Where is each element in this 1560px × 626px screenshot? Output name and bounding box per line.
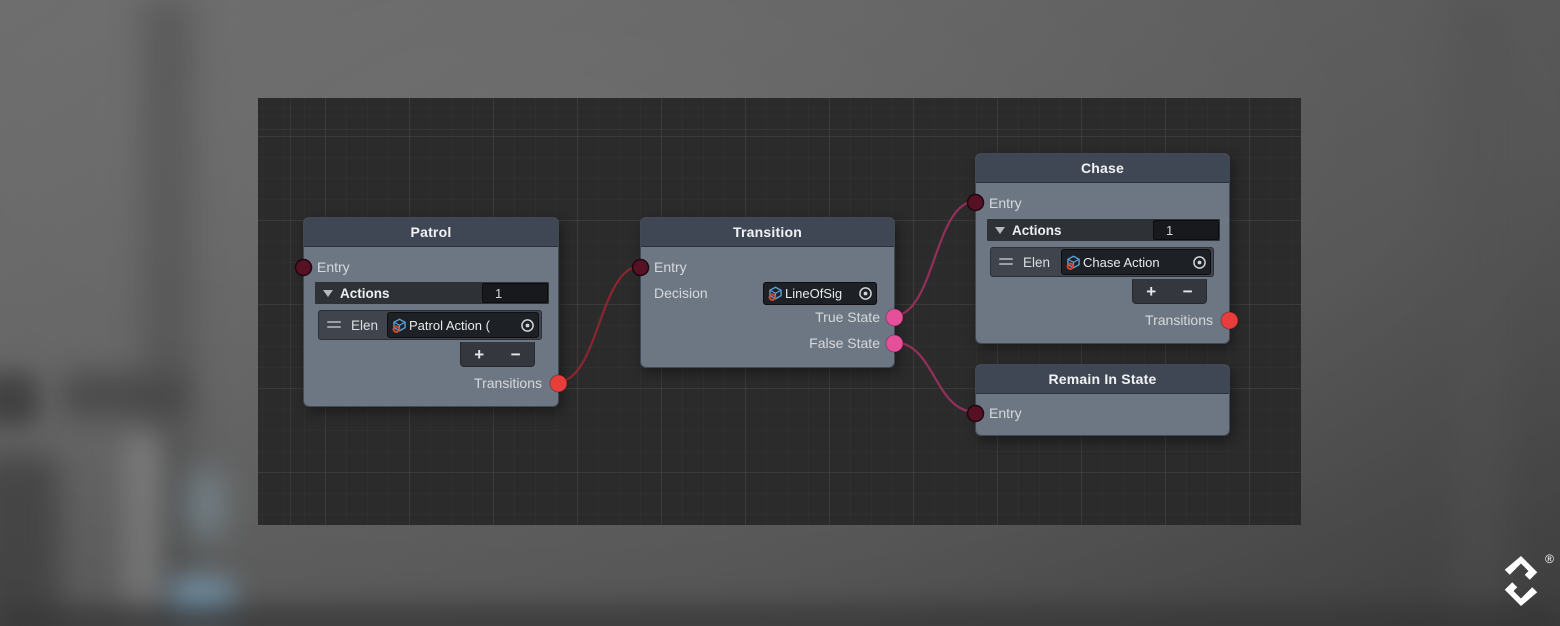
list-size-buttons: + − [460, 342, 535, 367]
blur-light-strip [122, 432, 162, 626]
remove-element-button[interactable]: − [1182, 281, 1193, 301]
actions-count-field[interactable]: 1 [1153, 220, 1219, 240]
decision-label: Decision [654, 285, 708, 301]
transition-node[interactable]: Transition Entry Decision LineOfSig True… [631, 217, 904, 368]
state-node-chase[interactable]: Chase Entry Actions 1 Elen Chase Action [966, 153, 1239, 344]
object-picker-icon[interactable] [1192, 255, 1207, 270]
actions-label: Actions [1012, 222, 1062, 238]
transition-edge[interactable] [891, 340, 978, 414]
state-node-remain-in-state[interactable]: Remain In State Entry [966, 364, 1230, 436]
object-picker-icon[interactable] [858, 286, 873, 301]
element-label: Elen [1023, 254, 1051, 270]
scriptable-object-icon [1066, 254, 1081, 270]
scriptable-object-icon [768, 286, 783, 301]
actions-count-field[interactable]: 1 [482, 283, 548, 303]
true-state-port[interactable] [885, 308, 904, 327]
actions-foldout[interactable]: Actions 1 [315, 282, 549, 304]
add-element-button[interactable]: + [474, 344, 485, 364]
foldout-arrow-icon[interactable] [995, 226, 1005, 234]
entry-port[interactable] [631, 258, 650, 277]
registered-trademark-symbol: ® [1545, 552, 1554, 566]
node-header[interactable]: Chase [976, 154, 1229, 183]
remove-element-button[interactable]: − [510, 344, 521, 364]
object-picker-icon[interactable] [520, 318, 535, 333]
blur-shape [0, 372, 40, 427]
entry-label: Entry [989, 195, 1022, 211]
entry-label: Entry [654, 259, 687, 275]
transition-edge[interactable] [891, 199, 978, 318]
state-node-patrol[interactable]: Patrol Entry Actions 1 Elen Patrol Acti [294, 217, 568, 407]
node-title: Remain In State [1048, 371, 1157, 387]
blur-cyan-shape [188, 470, 224, 540]
toptal-logo: ® [1496, 552, 1554, 615]
action-list-element[interactable]: Elen Patrol Action ( [318, 310, 542, 340]
transitions-label: Transitions [1145, 312, 1213, 328]
entry-label: Entry [317, 259, 350, 275]
actions-foldout[interactable]: Actions 1 [987, 219, 1220, 241]
drag-handle-icon[interactable] [327, 321, 341, 329]
object-field-value: Patrol Action ( [409, 317, 490, 333]
decision-object-field[interactable]: LineOfSig [763, 282, 877, 305]
actions-label: Actions [340, 285, 390, 301]
transitions-label: Transitions [474, 375, 542, 391]
node-title: Chase [1080, 160, 1125, 176]
true-state-label: True State [815, 309, 880, 325]
blur-shape [60, 372, 190, 418]
blur-dark-band [1452, 0, 1507, 626]
toptal-logo-mark [1504, 556, 1538, 606]
action-list-element[interactable]: Elen Chase Action [990, 247, 1214, 277]
entry-port[interactable] [294, 258, 313, 277]
node-title: Transition [733, 224, 802, 240]
action-object-field[interactable]: Patrol Action ( [387, 312, 539, 338]
scriptable-object-icon [392, 317, 407, 333]
entry-port[interactable] [966, 404, 985, 423]
action-object-field[interactable]: Chase Action [1061, 249, 1211, 275]
transitions-port[interactable] [1220, 311, 1239, 330]
list-size-buttons: + − [1132, 279, 1207, 304]
foldout-arrow-icon[interactable] [323, 289, 333, 297]
object-field-value: LineOfSig [785, 286, 843, 301]
blur-bottom-band [0, 604, 1560, 626]
node-header[interactable]: Transition [641, 218, 894, 247]
add-element-button[interactable]: + [1146, 281, 1157, 301]
element-label: Elen [351, 317, 379, 333]
transitions-port[interactable] [549, 374, 568, 393]
false-state-label: False State [809, 335, 880, 351]
transition-edge[interactable] [555, 264, 643, 384]
node-header[interactable]: Remain In State [976, 365, 1229, 394]
blur-shape [0, 455, 60, 626]
node-header[interactable]: Patrol [304, 218, 558, 247]
object-field-value: Chase Action [1083, 254, 1160, 270]
drag-handle-icon[interactable] [999, 258, 1013, 266]
entry-label: Entry [989, 405, 1022, 421]
false-state-port[interactable] [885, 334, 904, 353]
node-title: Patrol [410, 224, 452, 240]
entry-port[interactable] [966, 193, 985, 212]
